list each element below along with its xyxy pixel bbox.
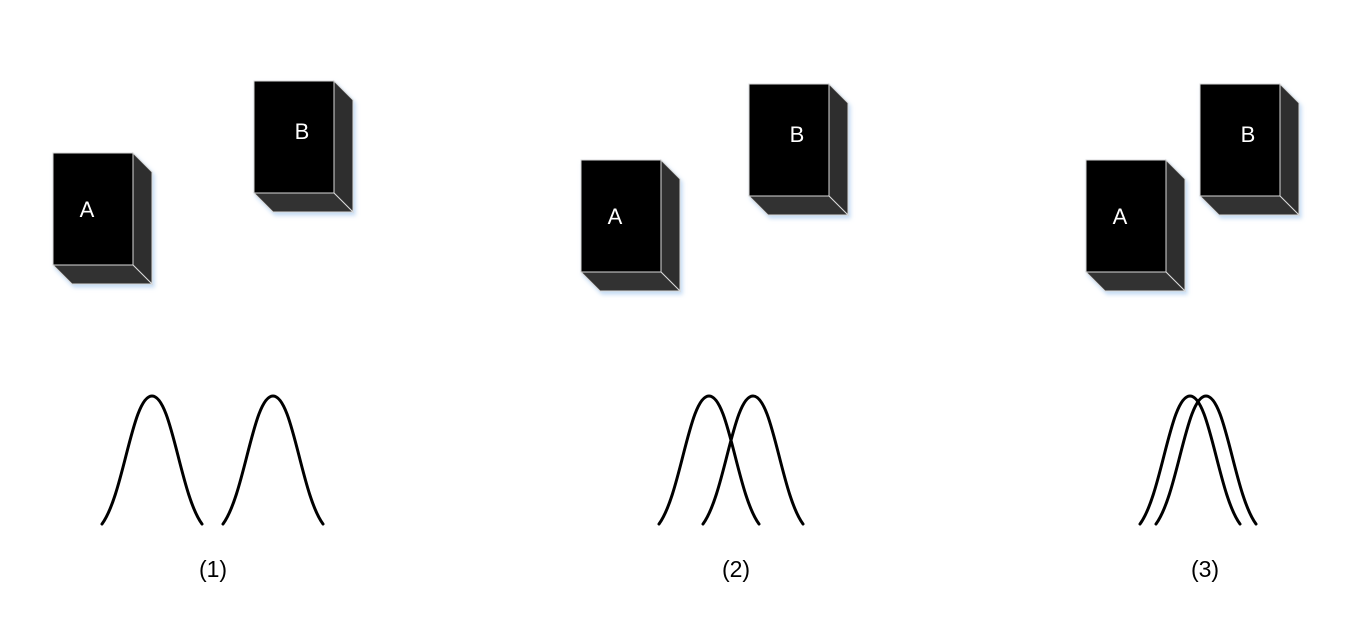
box-side-face [828, 82, 849, 217]
box-front-face [253, 80, 335, 194]
panel-2-caption: (2) [721, 556, 751, 582]
box-label-b: B [790, 122, 805, 147]
panel-1-caption: (1) [198, 556, 228, 582]
distribution-curve-a [657, 394, 761, 526]
box-b: B [252, 79, 355, 214]
panel-2-distributions [657, 394, 805, 526]
box-label-a: A [608, 204, 623, 229]
box-a: A [1084, 158, 1187, 293]
panel-3: AB [1084, 82, 1301, 293]
box-front-face [1199, 83, 1281, 197]
curves-layer [100, 394, 1258, 526]
box-side-face [660, 158, 681, 293]
box-label-b: B [295, 119, 310, 144]
box-label-a: A [80, 197, 95, 222]
box-label-a: A [1113, 204, 1128, 229]
box-side-face [1165, 158, 1186, 293]
box-front-face [748, 83, 830, 197]
box-side-face [132, 151, 153, 286]
box-label-b: B [1241, 122, 1256, 147]
box-side-face [1279, 82, 1300, 217]
panel-3-distributions [1138, 394, 1258, 526]
box-front-face [1085, 159, 1167, 273]
panel-2: AB [579, 82, 850, 293]
panel-1-distributions [100, 394, 325, 526]
distribution-curve-b [221, 394, 325, 526]
box-side-face [333, 79, 354, 214]
box-front-face [52, 152, 134, 266]
box-b: B [1198, 82, 1301, 217]
distribution-curve-a [100, 394, 204, 526]
panel-1: AB [51, 79, 355, 286]
panel-3-caption: (3) [1190, 556, 1220, 582]
box-a: A [51, 151, 154, 286]
distribution-curve-b [1154, 394, 1258, 526]
distribution-curve-b [701, 394, 805, 526]
distribution-curve-a [1138, 394, 1242, 526]
box-front-face [580, 159, 662, 273]
box-b: B [747, 82, 850, 217]
box-a: A [579, 158, 682, 293]
